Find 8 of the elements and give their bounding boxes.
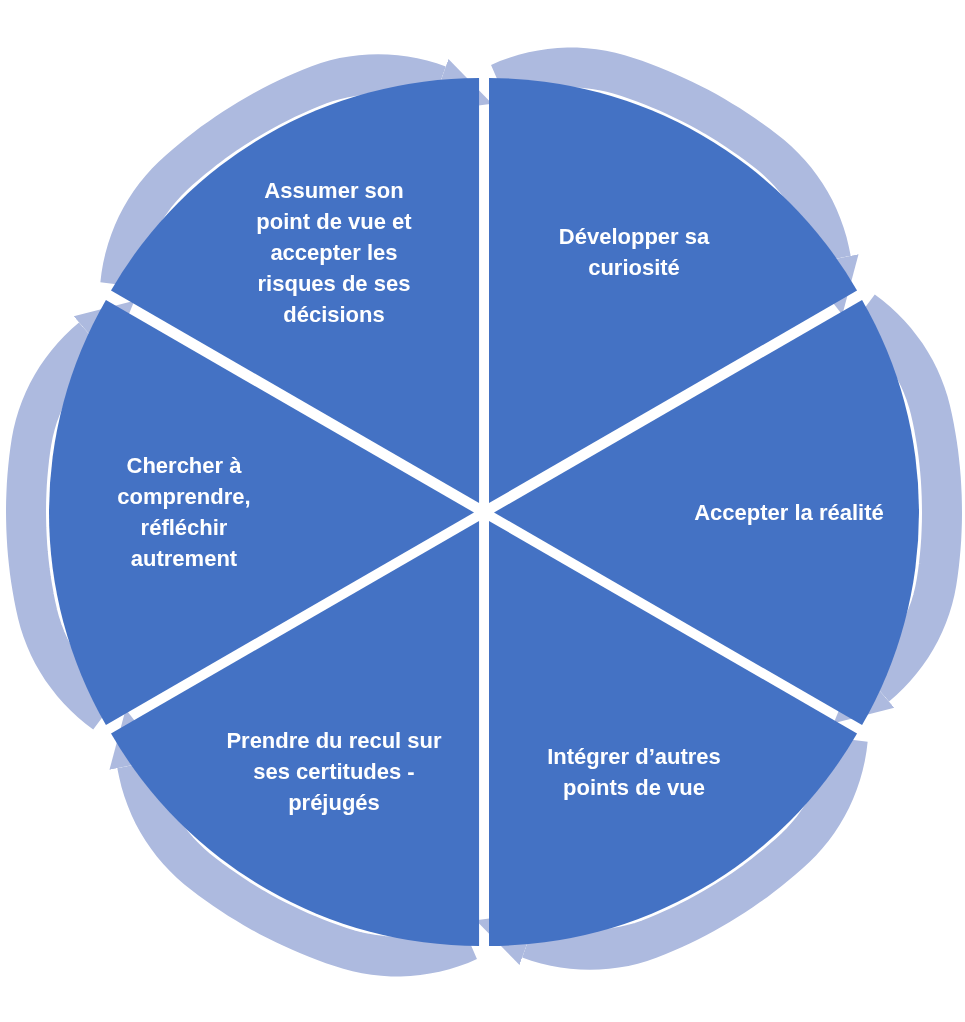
segment-label: Assumer son point de vue et accepter les risques de ses décisions <box>255 176 413 329</box>
curved-arrow <box>6 300 135 730</box>
segment-label: Prendre du recul sur ses certitudes - préjugés <box>225 727 443 818</box>
segment-label: Chercher à comprendre, réfléchir autrement <box>116 452 252 573</box>
segment-label: Accepter la réalité <box>693 498 885 527</box>
segment-label: Développer sa curiosité <box>557 223 711 283</box>
segment-label: Intégrer d’autres points de vue <box>546 742 722 802</box>
curved-arrow <box>833 294 962 724</box>
